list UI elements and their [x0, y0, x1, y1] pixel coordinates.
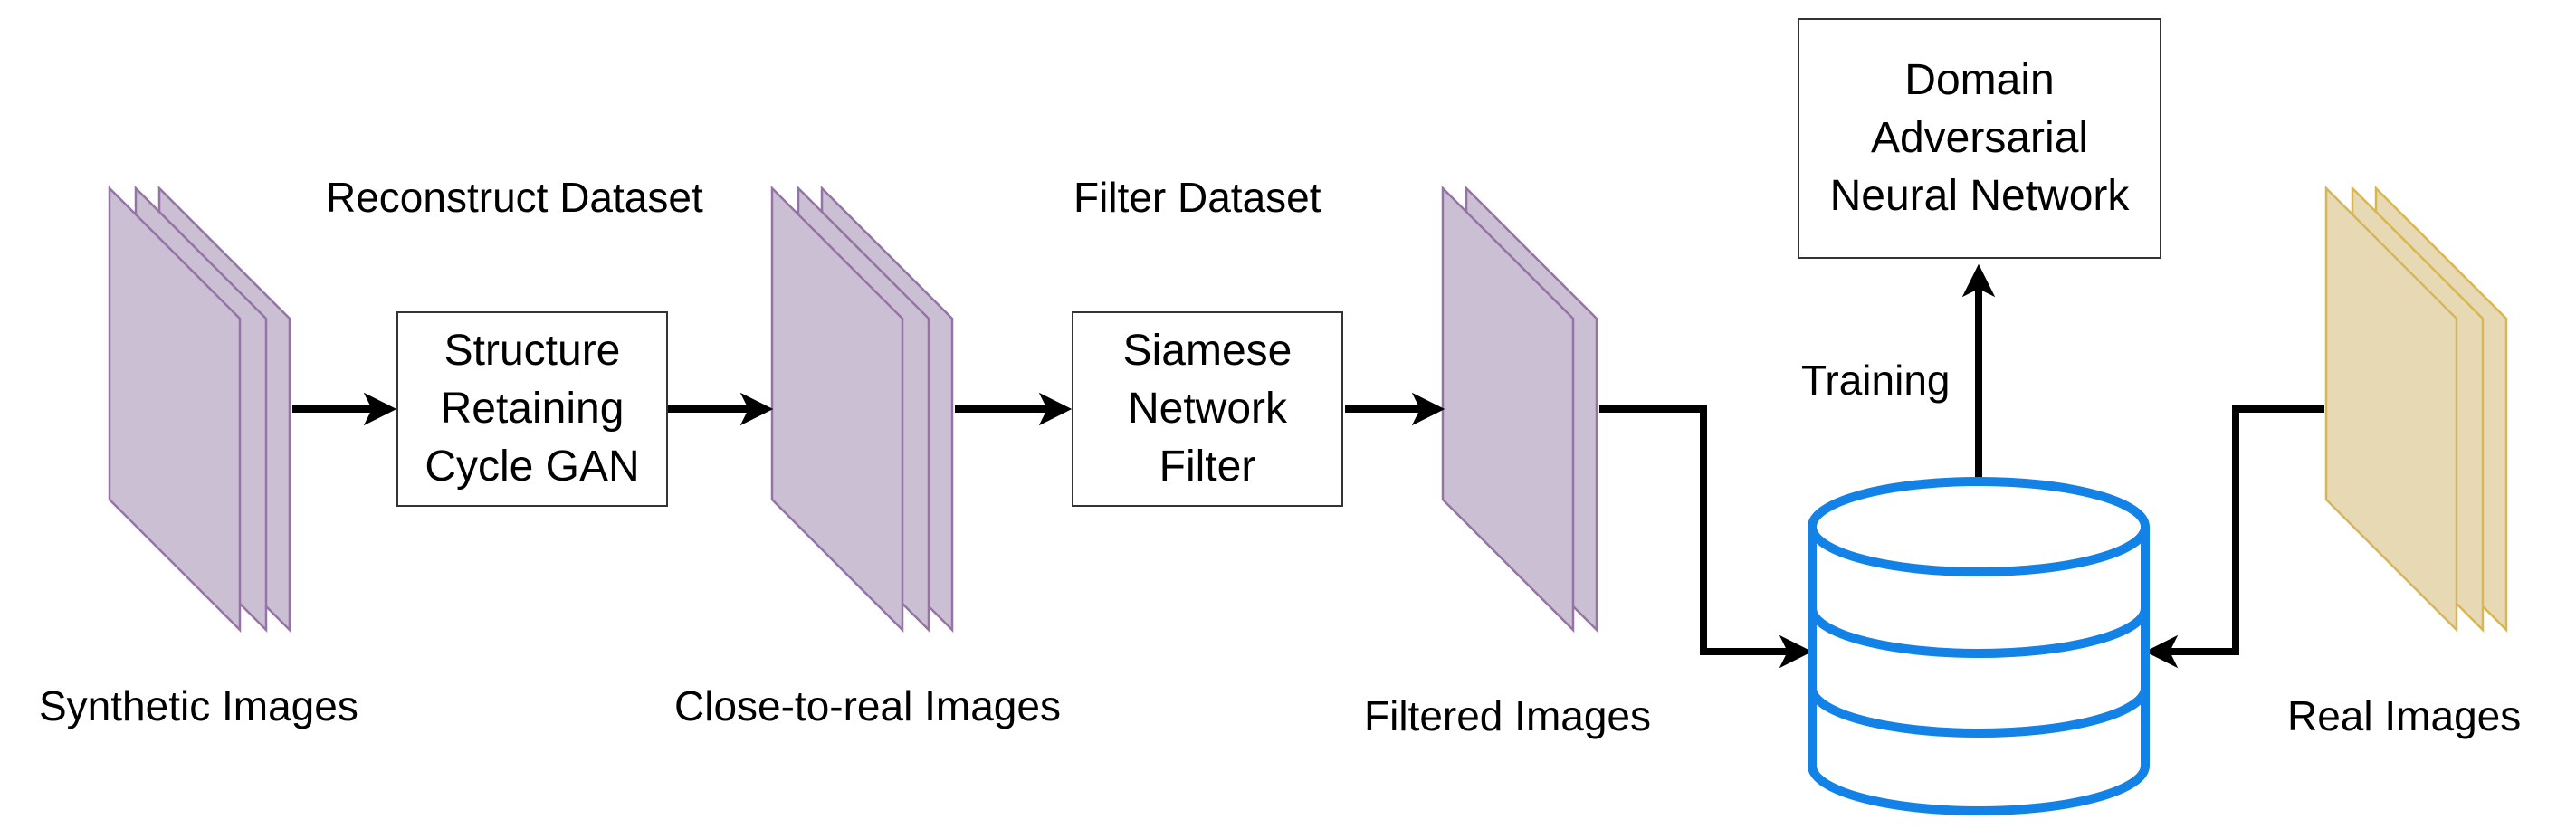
arrowhead [363, 392, 397, 426]
arrowhead [739, 392, 774, 426]
cyclegan-box-line: Cycle GAN [425, 443, 640, 491]
database-ring [1808, 607, 2150, 658]
close-to-real-image-sheet [770, 185, 904, 634]
dann-box-line: Adversarial [1870, 114, 2089, 162]
database-icon [1808, 477, 2150, 815]
real-images-label: Real Images [2287, 692, 2522, 739]
arrows [292, 263, 2324, 669]
arrowhead [1411, 392, 1445, 426]
arrow-filtered-to-database [1599, 405, 1789, 655]
database-top [1808, 477, 2150, 576]
synthetic-image-sheet [108, 185, 242, 634]
siamese-box-line: Siamese [1122, 327, 1293, 375]
cyclegan-box-line: Retaining [440, 385, 625, 433]
filtered-images-label: Filtered Images [1364, 692, 1652, 739]
close-to-real-images-label: Close-to-real Images [674, 682, 1061, 729]
arrow-real-to-database [2169, 405, 2324, 655]
cyclegan-box: Structure Retaining Cycle GAN [396, 311, 668, 507]
real-image-sheet [2324, 185, 2458, 634]
arrowhead [1961, 263, 1996, 298]
filtered-image-stack [1441, 185, 1598, 634]
cyclegan-box-line: Structure [444, 327, 621, 375]
siamese-box-line: Network [1127, 385, 1288, 433]
dann-box-line: Neural Network [1829, 172, 2130, 220]
dann-box-line: Domain [1904, 56, 2055, 104]
filtered-image-sheet [1441, 185, 1575, 634]
synthetic-images-label: Synthetic Images [39, 682, 358, 729]
siamese-filter-box: Siamese Network Filter [1072, 311, 1343, 507]
arrowhead [1779, 634, 1813, 669]
siamese-box-line: Filter [1159, 443, 1256, 491]
database-ring [1808, 687, 2150, 738]
close-to-real-image-stack [770, 185, 954, 634]
real-image-stack [2324, 185, 2508, 634]
filter-dataset-label: Filter Dataset [1073, 174, 1321, 221]
arrowhead [2144, 634, 2179, 669]
dann-box: Domain Adversarial Neural Network [1798, 18, 2161, 259]
synthetic-image-stack [108, 185, 291, 634]
arrowhead [1038, 392, 1073, 426]
reconstruct-dataset-label: Reconstruct Dataset [326, 174, 703, 221]
database-body [1808, 527, 2150, 815]
training-label: Training [1801, 357, 1951, 404]
